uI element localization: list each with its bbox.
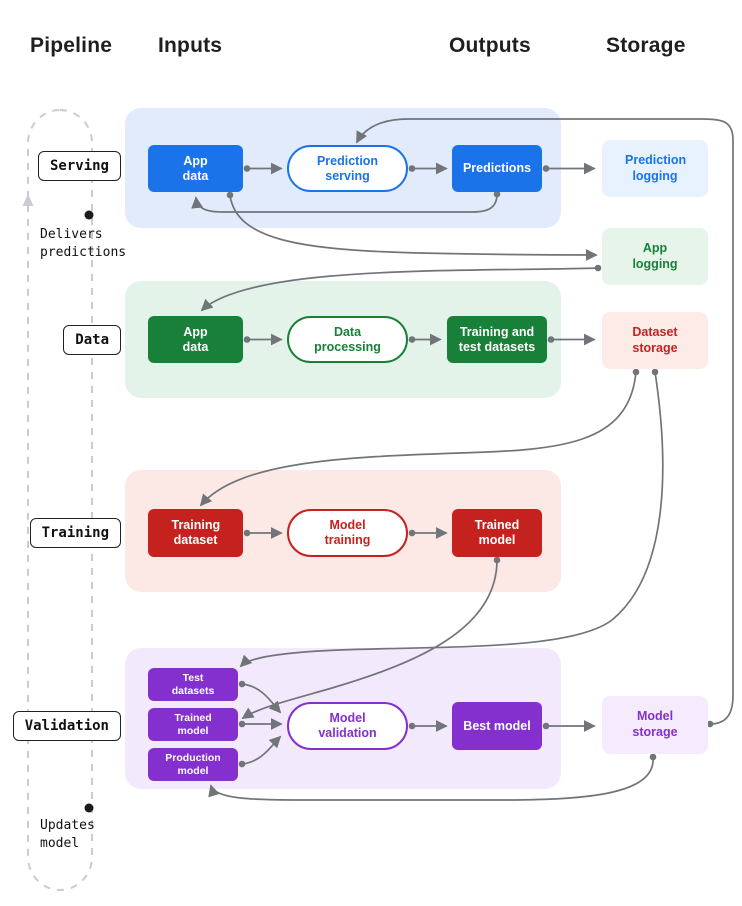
column-header-inputs: Inputs [158, 34, 223, 57]
test-datasets-input-node: Test datasets [148, 668, 238, 701]
prediction-logging-storage: Prediction logging [602, 140, 708, 197]
updates-model-dot [84, 803, 94, 813]
model-training-node: Model training [287, 509, 408, 557]
updates-model-note: Updates model [40, 818, 95, 852]
dataset-storage: Dataset storage [602, 312, 708, 369]
stage-label-training: Training [29, 518, 121, 548]
delivers-predictions-dot [84, 210, 94, 220]
stage-label-validation: Validation [12, 711, 121, 741]
training-dataset-node: Training dataset [148, 509, 243, 557]
model-validation-node: Model validation [287, 702, 408, 750]
data-processing-node: Data processing [287, 316, 408, 363]
delivers-predictions-note: Delivers predictions [40, 227, 127, 261]
column-header-outputs: Outputs [449, 34, 531, 57]
trained-model-input-node: Trained model [148, 708, 238, 741]
prediction-serving-node: Prediction serving [287, 145, 408, 192]
stage-label-serving: Serving [37, 151, 121, 181]
data-app-data-node: App data [148, 316, 243, 363]
column-header-pipeline: Pipeline [30, 34, 113, 57]
serving-app-data-node: App data [148, 145, 243, 192]
production-model-input-node: Production model [148, 748, 238, 781]
app-logging-storage: App logging [602, 228, 708, 285]
training-test-datasets-node: Training and test datasets [447, 316, 547, 363]
cycle-direction-arrowhead [22, 194, 34, 206]
column-header-storage: Storage [606, 34, 686, 57]
predictions-node: Predictions [452, 145, 542, 192]
model-storage: Model storage [602, 696, 708, 754]
best-model-node: Best model [452, 702, 542, 750]
trained-model-node: Trained model [452, 509, 542, 557]
stage-label-data: Data [63, 325, 121, 355]
